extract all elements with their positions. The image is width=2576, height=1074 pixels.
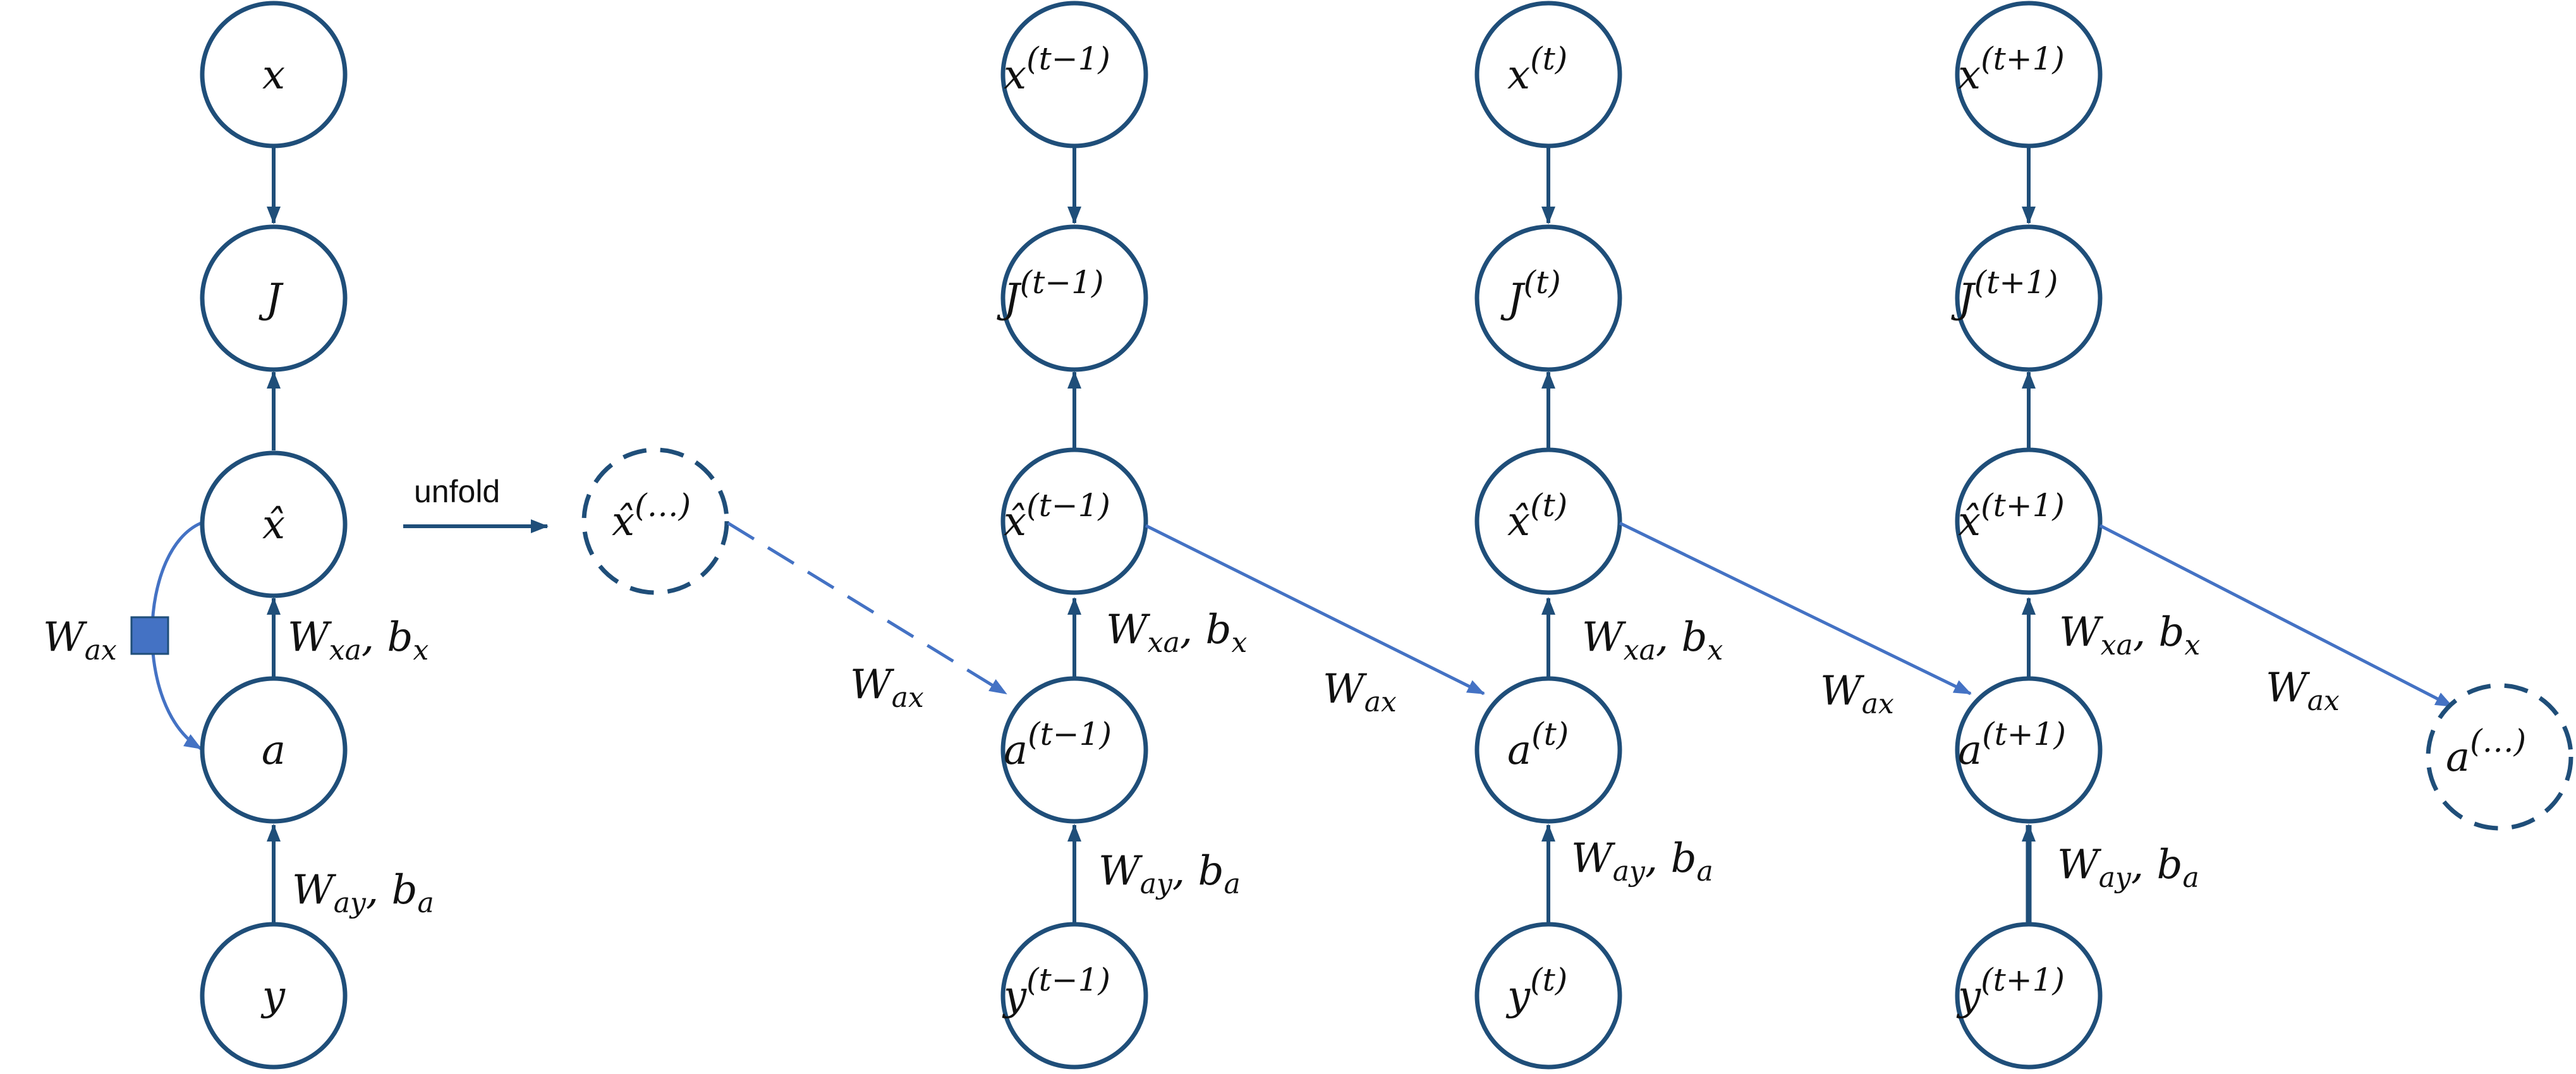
timestep-t-minus-1: x(t−1) J(t−1) x̂(t−1) a(t−1) y(t−1) Wxa,…	[997, 1, 1247, 1070]
edge-recurrent-in	[727, 521, 1007, 696]
node-x: x	[200, 1, 348, 148]
unfold-label: unfold	[414, 474, 500, 509]
node-a: a(t−1)	[1000, 676, 1148, 824]
node-xhat-label: x̂	[262, 502, 285, 548]
svg-text:x̂(t): x̂(t)	[1507, 487, 1567, 545]
svg-text:x̂(t−1): x̂(t−1)	[1004, 487, 1110, 545]
node-xhat: x̂(t)	[1474, 447, 1622, 595]
unfold-transition: unfold	[403, 474, 549, 533]
unfolded-network: x̂(…) Wax x(t−1) J(t−1) x̂(t−1)	[581, 1, 2573, 1070]
node-J: J(t−1)	[997, 224, 1148, 372]
svg-text:x(t+1): x(t+1)	[1958, 40, 2065, 99]
node-a: a(t)	[1474, 676, 1622, 824]
svg-text:x: x	[262, 52, 285, 99]
label-a-to-xhat: Wxa, bx	[1582, 614, 1723, 667]
label-a-to-xhat: Wxa, bx	[2059, 609, 2200, 661]
node-x: x(t−1)	[1000, 1, 1148, 148]
svg-text:y(t+1): y(t+1)	[1956, 962, 2065, 1020]
svg-text:a(…): a(…)	[2446, 723, 2526, 781]
node-xhat: x̂(t+1)	[1955, 447, 2103, 595]
node-J: J	[200, 224, 348, 372]
svg-text:y(t): y(t)	[1505, 962, 1567, 1020]
node-xhat: x̂(t−1)	[1000, 447, 1148, 595]
label-y-to-a: Way, ba	[1098, 848, 1241, 900]
node-y: y(t)	[1474, 922, 1622, 1070]
label-recurrent-weight: Wax	[43, 614, 117, 667]
node-x: x(t)	[1474, 1, 1622, 148]
label-recurrent-in: Wax	[850, 661, 924, 714]
label-y-to-a: Way, ba	[2057, 842, 2199, 894]
label-a-to-xhat: Wxa, bx	[1106, 606, 1247, 659]
node-a: a(t+1)	[1955, 676, 2103, 824]
label-y-to-a: Way, ba	[1571, 835, 1713, 888]
svg-text:x̂(…): x̂(…)	[612, 487, 691, 545]
node-y-label: y	[260, 973, 286, 1020]
timestep-t: x(t) J(t) x̂(t) a(t) y(t) Wxa, bx	[1474, 1, 1723, 1070]
svg-text:y(t−1): y(t−1)	[1002, 962, 1110, 1020]
label-recurrent-t: Wax	[1820, 668, 1894, 720]
node-J: J(t+1)	[1951, 224, 2103, 372]
weight-marker	[130, 616, 169, 655]
node-y: y(t−1)	[1000, 922, 1148, 1070]
svg-text:x̂(t+1): x̂(t+1)	[1958, 487, 2065, 545]
node-y: y	[200, 922, 348, 1070]
svg-text:x(t): x(t)	[1507, 40, 1567, 99]
node-xhat-ellipsis: x̂(…)	[581, 447, 729, 595]
label-recurrent-t-minus-1: Wax	[1323, 666, 1397, 718]
node-a-label: a	[262, 727, 286, 774]
node-x: x(t+1)	[1955, 1, 2103, 148]
edge-recurrent-t-to-t-plus-1	[1619, 521, 1972, 696]
svg-text:x̂: x̂	[262, 502, 285, 548]
svg-text:a(t−1): a(t−1)	[1004, 716, 1112, 774]
svg-text:a(t): a(t)	[1507, 716, 1569, 774]
node-a-ellipsis: a(…)	[2426, 683, 2573, 831]
node-y: y(t+1)	[1955, 922, 2103, 1070]
node-a: a	[200, 676, 348, 824]
timestep-t-plus-1: x(t+1) J(t+1) x̂(t+1) a(t+1) y(t+1) Wxa,…	[1951, 1, 2200, 1070]
svg-text:x(t−1): x(t−1)	[1004, 40, 1110, 99]
label-y-to-a: Way, ba	[292, 867, 434, 919]
node-x-label: x	[262, 52, 285, 99]
svg-text:a: a	[262, 727, 286, 774]
svg-text:y: y	[260, 973, 286, 1020]
svg-text:a(t+1): a(t+1)	[1958, 716, 2066, 774]
edge-recurrent-t-minus-1-to-t	[1145, 524, 1485, 696]
folded-network: x J x̂ a y Wax	[43, 1, 434, 1070]
label-recurrent-t-plus-1: Wax	[2266, 665, 2340, 717]
label-a-to-xhat: Wxa, bx	[288, 614, 428, 667]
node-J: J(t)	[1474, 224, 1622, 372]
node-xhat: x̂	[200, 450, 348, 598]
edge-recurrent-out	[2099, 524, 2453, 708]
